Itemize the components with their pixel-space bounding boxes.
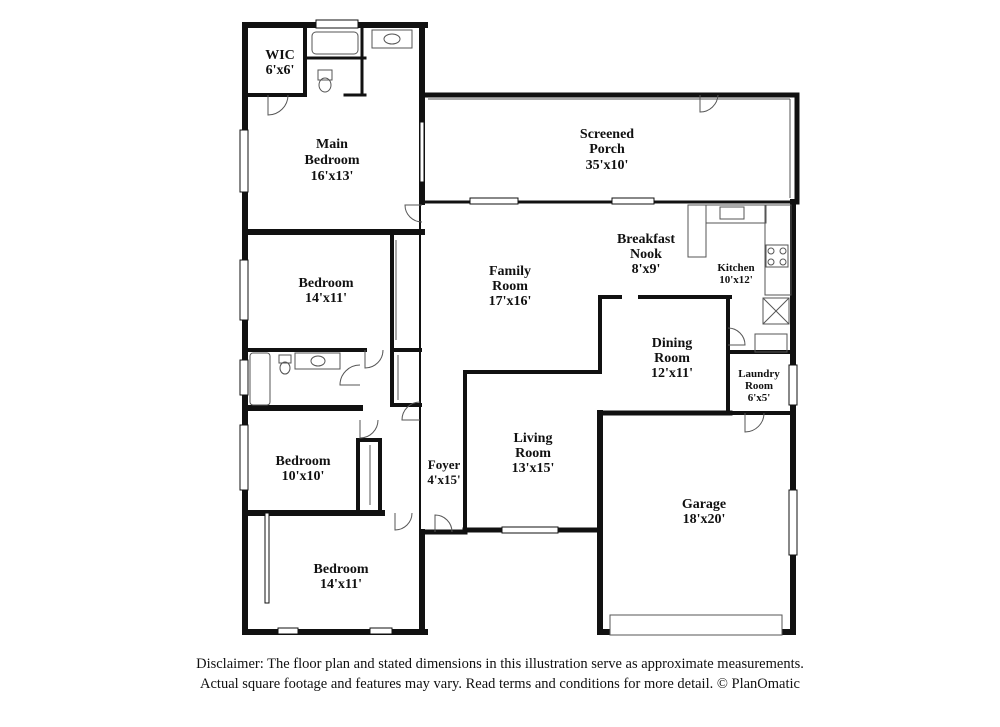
- room-size: 18'x20': [683, 512, 726, 527]
- room-name: Garage: [682, 497, 726, 512]
- room-size: 10'x12': [719, 274, 753, 286]
- room-name-line2: Porch: [589, 142, 625, 157]
- floor-plan: WIC 6'x6' Main Bedroom 16'x13' Screened …: [239, 19, 800, 636]
- room-size: 6'x6': [266, 63, 295, 78]
- room-size: 4'x15': [427, 472, 460, 487]
- room-size: 13'x15': [512, 461, 555, 476]
- room-kitchen: Kitchen 10'x12': [717, 262, 754, 286]
- room-foyer: Foyer 4'x15': [427, 457, 460, 487]
- room-size: 14'x11': [320, 577, 362, 592]
- room-main-bedroom: Main Bedroom 16'x13': [305, 137, 360, 184]
- room-name-line1: Dining: [652, 336, 692, 351]
- room-name: WIC: [265, 48, 295, 63]
- room-labels: WIC 6'x6' Main Bedroom 16'x13' Screened …: [265, 48, 780, 592]
- walls: [242, 22, 800, 635]
- room-name-line2: Room: [515, 446, 551, 461]
- room-name-line1: Screened: [580, 127, 634, 142]
- disclaimer-line-2: Actual square footage and features may v…: [200, 676, 800, 692]
- room-size: 10'x10': [282, 469, 325, 484]
- room-size: 35'x10': [586, 158, 629, 173]
- room-dining-room: Dining Room 12'x11': [651, 336, 693, 381]
- room-living-room: Living Room 13'x15': [512, 431, 555, 476]
- doors: [267, 94, 765, 533]
- room-name: Bedroom: [314, 562, 369, 577]
- windows: [239, 19, 798, 635]
- room-breakfast-nook: Breakfast Nook 8'x9': [617, 232, 675, 277]
- room-name-line1: Main: [316, 137, 348, 152]
- room-name-line1: Laundry: [738, 368, 780, 380]
- room-name-line2: Bedroom: [305, 153, 360, 168]
- room-size: 16'x13': [311, 169, 354, 184]
- room-name: Bedroom: [299, 276, 354, 291]
- room-size: 8'x9': [632, 262, 661, 277]
- room-name-line1: Living: [514, 431, 553, 446]
- room-name: Foyer: [428, 457, 461, 472]
- room-laundry-room: Laundry Room 6'x5': [738, 368, 780, 404]
- fixtures: [249, 29, 792, 636]
- room-wic: WIC 6'x6': [265, 48, 295, 78]
- room-name-line1: Breakfast: [617, 232, 675, 247]
- room-bedroom-1: Bedroom 14'x11': [299, 276, 354, 306]
- room-name: Bedroom: [276, 454, 331, 469]
- room-name: Kitchen: [717, 262, 754, 274]
- room-size: 17'x16': [489, 294, 532, 309]
- room-name-line2: Room: [492, 279, 528, 294]
- disclaimer-line-1: Disclaimer: The floor plan and stated di…: [196, 656, 804, 672]
- room-name-line2: Room: [654, 351, 690, 366]
- room-name-line2: Nook: [630, 247, 662, 262]
- room-name-line2: Room: [745, 380, 773, 392]
- room-name-line1: Family: [489, 264, 531, 279]
- room-size: 12'x11': [651, 366, 693, 381]
- room-bedroom-2: Bedroom 10'x10': [276, 454, 331, 484]
- room-size: 6'x5': [748, 392, 771, 404]
- room-size: 14'x11': [305, 291, 347, 306]
- room-screened-porch: Screened Porch 35'x10': [580, 127, 634, 173]
- room-garage: Garage 18'x20': [682, 497, 726, 527]
- room-family-room: Family Room 17'x16': [489, 264, 532, 309]
- room-bedroom-3: Bedroom 14'x11': [314, 562, 369, 592]
